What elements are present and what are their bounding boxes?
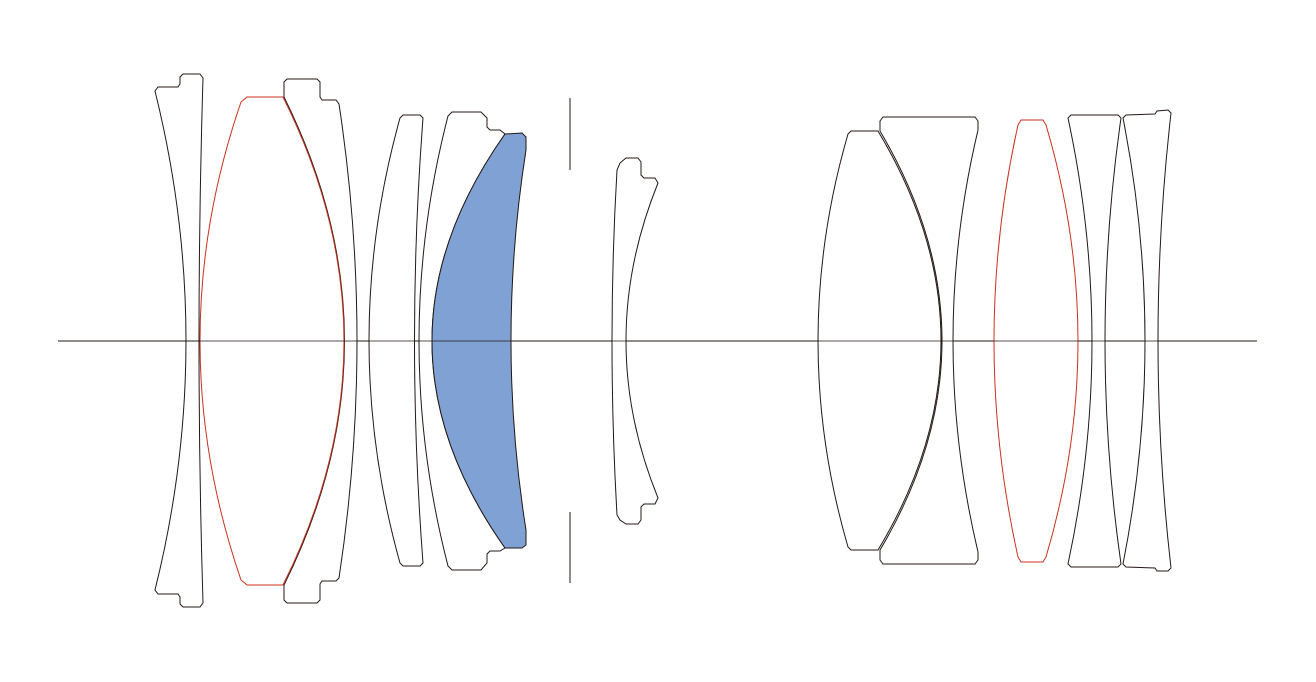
lens-element-9	[879, 116, 979, 565]
lens-element-8	[817, 130, 942, 551]
lens-element-7	[611, 157, 659, 525]
lens-element-4	[368, 114, 424, 567]
lens-element-1	[154, 73, 204, 608]
lens-element-6-aspherical	[431, 132, 527, 549]
lens-element-12	[1122, 109, 1172, 572]
